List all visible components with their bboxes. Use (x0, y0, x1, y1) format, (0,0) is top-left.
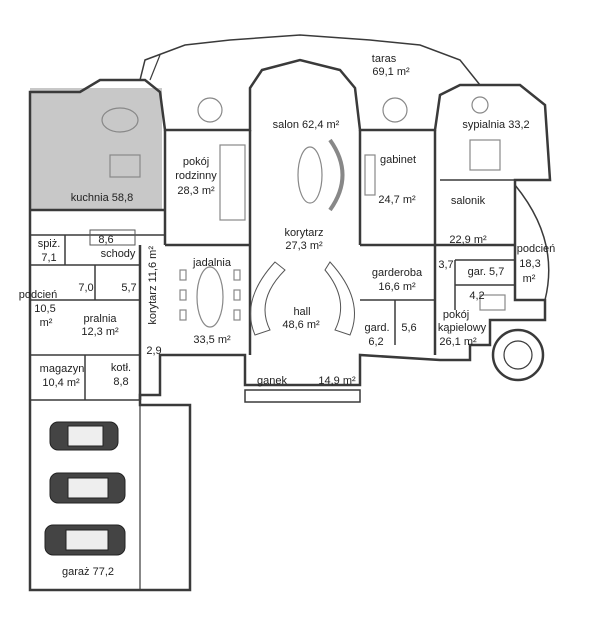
room-salonik-area: 22,9 m² (449, 234, 487, 246)
room-pokoj-rodzinny-2: rodzinny (175, 170, 217, 182)
room-gard-area: 6,2 (368, 336, 384, 348)
room-korytarz-area: 27,3 m² (285, 240, 323, 252)
room-garderoba-area: 16,6 m² (378, 281, 416, 293)
room-pokoj-rodzinny-area: 28,3 m² (177, 185, 215, 197)
room-7-0: 7,0 (78, 282, 94, 294)
room-magazyn-area: 10,4 m² (42, 377, 80, 389)
room-2-9: 2,9 (146, 345, 162, 357)
room-5-6: 5,6 (401, 322, 417, 334)
room-hall-area: 48,6 m² (282, 319, 320, 331)
room-podcien-left-area: 10,5 (34, 303, 56, 315)
room-ganek-area: 14,9 m² (318, 375, 356, 387)
room-korytarz-name: korytarz (284, 227, 324, 239)
room-jadalnia-area: 33,5 m² (193, 334, 231, 346)
room-pokoj-rodzinny-1: pokój (182, 156, 210, 168)
room-pralnia-name: pralnia (83, 313, 117, 325)
room-ganek-name: ganek (257, 375, 287, 387)
room-taras-area: 69,1 m² (372, 66, 410, 78)
dining-table (196, 266, 224, 328)
room-podcien-right-unit: m² (522, 273, 536, 285)
room-4-2: 4,2 (469, 290, 485, 302)
stairs-right (324, 261, 355, 336)
room-gabinet-name: gabinet (379, 154, 417, 166)
room-pokoj-kapielowy-2: kąpielowy (437, 322, 487, 334)
room-gard-name: gard. (364, 322, 390, 334)
room-gabinet-area: 24,7 m² (378, 194, 416, 206)
room-kotl-area: 8,8 (113, 376, 129, 388)
room-garaz: garaż 77,2 (62, 566, 114, 578)
room-pralnia-area: 12,3 m² (81, 326, 119, 338)
room-gar: gar. 5,7 (467, 266, 505, 278)
room-podcien-right-area: 18,3 (519, 258, 541, 270)
stairs-left (250, 261, 286, 336)
room-podcien-left-unit: m² (39, 317, 53, 329)
outer-wall (28, 58, 552, 592)
room-garderoba-name: garderoba (371, 267, 423, 279)
room-korytarz-left: korytarz 11,6 m² (147, 246, 159, 325)
room-kotl-name: kotł. (110, 362, 132, 374)
round-tower (491, 328, 545, 382)
room-schody-name: schody (100, 248, 136, 260)
room-spiz-name: spiż. (37, 238, 61, 250)
room-spiz-area: 7,1 (41, 252, 57, 264)
room-schody-area: 8,6 (98, 234, 114, 246)
room-podcien-left-name: podcień (18, 289, 58, 301)
terrace-outline (139, 34, 481, 86)
room-pokoj-kapielowy-area: 26,1 m² (439, 336, 477, 348)
room-5-7: 5,7 (121, 282, 137, 294)
room-magazyn-name: magazyn (39, 363, 85, 375)
room-3-7: 3,7 (438, 259, 454, 271)
room-kuchnia: kuchnia 58,8 (70, 192, 134, 204)
room-jadalnia-name: jadalnia (193, 257, 231, 269)
room-pokoj-kapielowy-1: pokój (442, 309, 470, 321)
sofa-salon (328, 138, 345, 212)
room-hall-name: hall (293, 306, 311, 318)
podcien-curve (514, 184, 550, 301)
room-salon: salon 62,4 m² (272, 119, 340, 131)
room-sypialnia: sypialnia 33,2 (462, 119, 530, 131)
room-taras-name: taras (371, 53, 397, 65)
room-podcien-right-name: podcień (516, 243, 556, 255)
kitchen-table (101, 107, 139, 133)
room-salonik-name: salonik (450, 195, 486, 207)
